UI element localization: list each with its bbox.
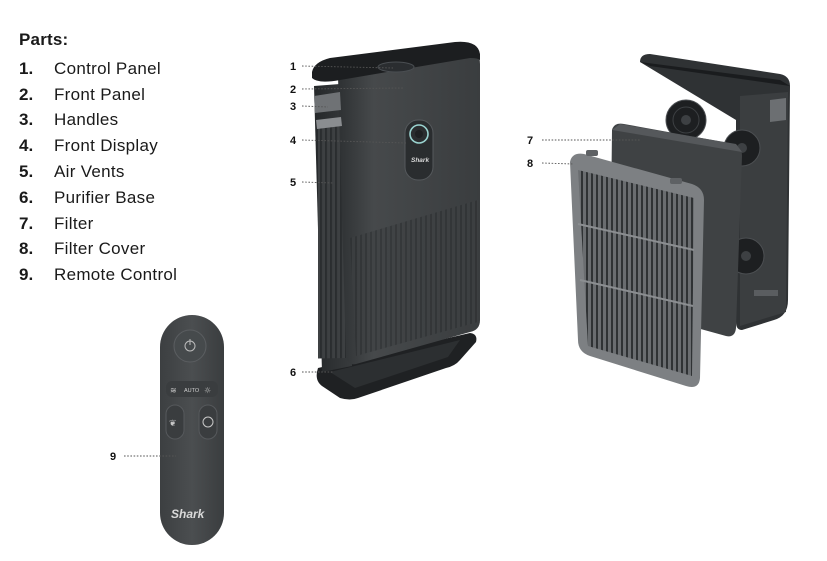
remote-brand-logo: Shark: [171, 507, 206, 521]
callout-line-8: [541, 162, 574, 165]
part-number: 1.: [19, 58, 34, 78]
part-number: 5.: [19, 162, 34, 182]
part-label: Air Vents: [54, 162, 125, 182]
callout-numbers: 1 2 3 4 5 6 7 8 9: [110, 61, 533, 463]
part-item: 5. Air Vents: [19, 159, 177, 185]
leaf-icon: ❦: [169, 419, 177, 429]
part-item: 3. Handles: [19, 108, 177, 134]
front-texture: [350, 200, 478, 356]
callout-line-1: [301, 65, 394, 69]
auto-label: AUTO: [184, 388, 200, 394]
part-label: Filter: [54, 213, 94, 233]
parts-list: 1.Control Panel 2.Front Panel 3.Handles …: [19, 56, 177, 288]
callout-line-3: [301, 105, 329, 108]
part-number: 8.: [19, 239, 34, 259]
part-label: Handles: [54, 110, 119, 130]
callout-1: 1: [290, 61, 296, 73]
callout-line-4: [301, 139, 407, 144]
part-item: 9. Remote Control: [19, 262, 177, 288]
callout-9: 9: [110, 451, 116, 463]
callout-4: 4: [290, 135, 297, 147]
part-item: 8. Filter Cover: [19, 237, 177, 263]
part-number: 7.: [19, 213, 34, 233]
callout-7: 7: [527, 135, 533, 147]
part-item: 6. Purifier Base: [19, 185, 177, 211]
air-vents: [318, 119, 346, 359]
light-icon: ☼: [204, 386, 211, 395]
handle: [314, 92, 341, 113]
part-number: 6.: [19, 187, 34, 207]
air-purifier: Shark: [312, 41, 480, 400]
callout-5: 5: [290, 177, 296, 189]
part-label: Remote Control: [54, 265, 178, 285]
callout-3: 3: [290, 101, 296, 113]
control-panel-dial: [377, 61, 415, 73]
part-label: Front Display: [54, 136, 159, 156]
part-number: 9.: [19, 265, 34, 285]
mode-button-row: [166, 381, 218, 397]
part-number: 3.: [19, 110, 34, 130]
remote-control: ≋ AUTO ☼ ❦ Shark: [160, 315, 224, 545]
part-item: 1. Control Panel: [19, 56, 177, 82]
power-button: [173, 329, 207, 363]
part-item: 4. Front Display: [19, 133, 177, 159]
part-label: Front Panel: [54, 84, 146, 104]
display-ring: [409, 124, 429, 144]
parts-title: Parts:: [19, 30, 69, 49]
part-item: 2. Front Panel: [19, 82, 177, 108]
purifier-brand-logo: Shark: [411, 157, 429, 164]
callout-6: 6: [290, 367, 296, 379]
part-number: 2.: [19, 84, 34, 104]
part-number: 4.: [19, 136, 34, 156]
part-label: Purifier Base: [54, 187, 156, 207]
callout-8: 8: [527, 158, 533, 170]
callout-line-2: [301, 87, 405, 90]
fan-mode-button: [165, 404, 185, 440]
part-item: 7. Filter: [19, 211, 177, 237]
clock-icon: [202, 416, 214, 428]
remote-body: [160, 315, 224, 545]
callouts: [124, 65, 640, 457]
timer-button: [198, 404, 218, 440]
callout-2: 2: [290, 84, 296, 96]
front-display: [404, 119, 434, 181]
fan-speed-icon: ≋: [170, 386, 177, 395]
callout-line-5: [301, 181, 334, 184]
exploded-purifier: [570, 54, 790, 387]
part-label: Control Panel: [54, 58, 161, 78]
part-label: Filter Cover: [54, 239, 146, 259]
